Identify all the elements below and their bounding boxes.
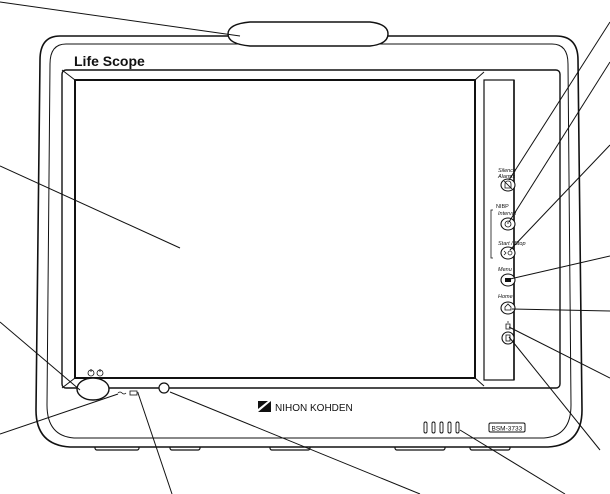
leader-light-sensor bbox=[169, 391, 421, 494]
leader-nibp-start-stop bbox=[509, 144, 610, 251]
housing-inner-bevel bbox=[46, 43, 572, 439]
nihon-kohden-logo-icon bbox=[258, 401, 271, 412]
leader-silence-alarms bbox=[508, 21, 610, 181]
manufacturer-name: NIHON KOHDEN bbox=[275, 403, 353, 414]
menu-key[interactable] bbox=[500, 273, 516, 287]
power-switch[interactable] bbox=[76, 369, 110, 401]
leader-screen bbox=[0, 165, 181, 249]
nibp-label: NIBP bbox=[496, 204, 509, 210]
brand-logo: Life Scope bbox=[74, 53, 145, 69]
manufacturer-logo: NIHON KOHDEN bbox=[258, 401, 353, 414]
ac-battery-indicator bbox=[117, 390, 139, 396]
leader-nibp-interval bbox=[508, 61, 610, 223]
record-indicator bbox=[505, 321, 511, 330]
bell-slash-icon bbox=[503, 180, 513, 190]
nibp-interval-key[interactable] bbox=[500, 217, 516, 231]
clock-icon bbox=[504, 220, 512, 228]
silence-alarms-label: Silence bbox=[498, 168, 516, 174]
lcd-screen bbox=[74, 79, 476, 379]
leader-ac-battery bbox=[137, 392, 173, 494]
ac-battery-icon bbox=[117, 390, 139, 396]
leader-record-key bbox=[508, 336, 601, 451]
record-icon bbox=[505, 321, 511, 330]
nibp-bracket bbox=[490, 209, 493, 259]
nibp-interval-label: Interval bbox=[498, 211, 517, 217]
silence-alarms-label-2: Alarms bbox=[497, 174, 515, 180]
silence-alarms-key[interactable] bbox=[500, 178, 516, 192]
home-key[interactable] bbox=[500, 301, 516, 315]
home-icon bbox=[504, 303, 512, 311]
leader-speaker bbox=[459, 429, 566, 494]
leader-record-indicator bbox=[508, 326, 610, 379]
record-key[interactable] bbox=[501, 331, 515, 345]
leader-power-switch bbox=[0, 321, 81, 391]
nibp-start-stop-label: Start / Stop bbox=[498, 241, 526, 247]
model-badge bbox=[488, 422, 526, 433]
speaker-grille bbox=[423, 421, 460, 434]
nibp-start-stop-key[interactable] bbox=[500, 246, 516, 260]
leader-alarm-lamp bbox=[0, 1, 241, 37]
menu-label: Menu bbox=[498, 267, 512, 273]
start-stop-icon bbox=[503, 250, 513, 256]
power-icon bbox=[87, 369, 104, 377]
alarm-lamp bbox=[227, 21, 389, 47]
ambient-light-sensor bbox=[158, 382, 170, 394]
menu-icon bbox=[505, 278, 511, 282]
home-label: Home bbox=[498, 294, 513, 300]
leader-menu bbox=[509, 255, 610, 280]
leader-home bbox=[511, 308, 610, 312]
leader-power-indicator bbox=[0, 393, 119, 435]
model-number: BSM-3733 bbox=[492, 426, 523, 433]
